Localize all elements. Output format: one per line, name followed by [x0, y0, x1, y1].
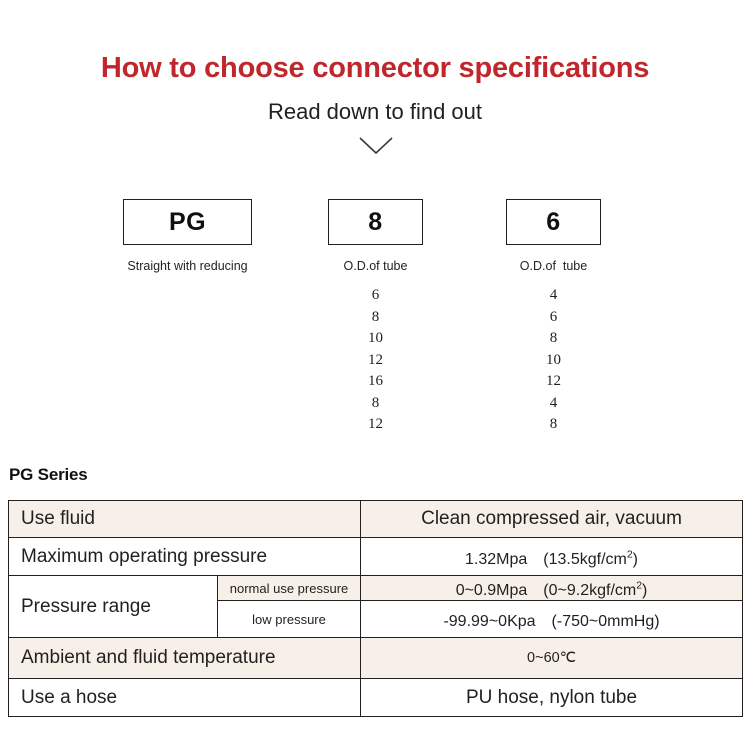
table-cell-label: Ambient and fluid temperature [7, 637, 362, 679]
table-cell-label: Maximum operating pressure [7, 537, 362, 576]
table-cell-value: 1.32Mpa (13.5kgf/cm2) [360, 537, 744, 576]
spec-selector-area: PG Straight with reducing 8 O.D.of tube … [123, 199, 601, 436]
table-cell-value: 0~0.9Mpa (0~9.2kgf/cm2) [360, 575, 744, 601]
spec-column-series: PG Straight with reducing [123, 199, 252, 273]
spec-value-item: 4 [549, 394, 558, 411]
spec-box-od-primary-code: 8 [328, 199, 423, 245]
spec-caption-od-secondary: O.D.of tube [519, 259, 588, 273]
chevron-down-icon [359, 136, 393, 156]
spec-value-item: 8 [549, 330, 558, 346]
spec-box-series-code: PG [123, 199, 252, 245]
table-row: Pressure range normal use pressure 0~0.9… [8, 575, 744, 638]
spec-value-item: 12 [546, 373, 561, 389]
table-cell-sublabel: low pressure [216, 600, 362, 638]
page-subtitle: Read down to find out [267, 99, 483, 124]
spec-value-item: 8 [549, 416, 558, 432]
table-cell-value: PU hose, nylon tube [360, 678, 744, 717]
table-row: Use a hose PU hose, nylon tube [7, 678, 744, 717]
spec-value-item: 6 [549, 308, 558, 325]
spec-column-od-secondary: 6 O.D.of tube 4 6 8 10 12 4 8 [506, 199, 601, 436]
spec-caption-od-primary: O.D.of tube [343, 259, 408, 273]
table-row: low pressure -99.99~0Kpa (-750~0mmHg) [9, 600, 744, 638]
table-cell-label: Use a hose [7, 678, 362, 717]
table-row: Maximum operating pressure 1.32Mpa (13.5… [7, 537, 744, 576]
table-cell-label: Use fluid [7, 500, 362, 538]
spec-value-item: 6 [371, 287, 380, 303]
specification-table: Use fluid Clean compressed air, vacuum M… [7, 500, 744, 717]
spec-column-od-primary: 8 O.D.of tube 6 8 10 12 16 8 12 [328, 199, 423, 436]
spec-value-item: 8 [371, 394, 380, 411]
table-cell-label: Pressure range [8, 575, 218, 638]
spec-value-item: 4 [549, 287, 558, 303]
spec-value-item: 12 [368, 351, 383, 368]
spec-caption-series: Straight with reducing [127, 259, 248, 273]
spec-value-item: 10 [546, 351, 561, 368]
table-cell-value: 0~60℃ [360, 637, 744, 679]
spec-value-item: 10 [368, 330, 383, 346]
series-heading: PG Series [9, 465, 88, 484]
table-cell-value: -99.99~0Kpa (-750~0mmHg) [360, 600, 744, 638]
table-cell-sublabel: normal use pressure [216, 575, 362, 601]
table-cell-value: Clean compressed air, vacuum [360, 500, 744, 538]
spec-value-item: 16 [368, 373, 383, 389]
page-title: How to choose connector specifications [100, 52, 650, 84]
spec-value-item: 8 [371, 308, 380, 325]
spec-value-list-od-primary: 6 8 10 12 16 8 12 [328, 285, 423, 436]
table-row: Ambient and fluid temperature 0~60℃ [7, 637, 744, 679]
spec-value-list-od-secondary: 4 6 8 10 12 4 8 [506, 285, 601, 436]
spec-box-od-secondary-code: 6 [506, 199, 601, 245]
table-row: Use fluid Clean compressed air, vacuum [7, 500, 744, 538]
spec-value-item: 12 [368, 416, 383, 432]
